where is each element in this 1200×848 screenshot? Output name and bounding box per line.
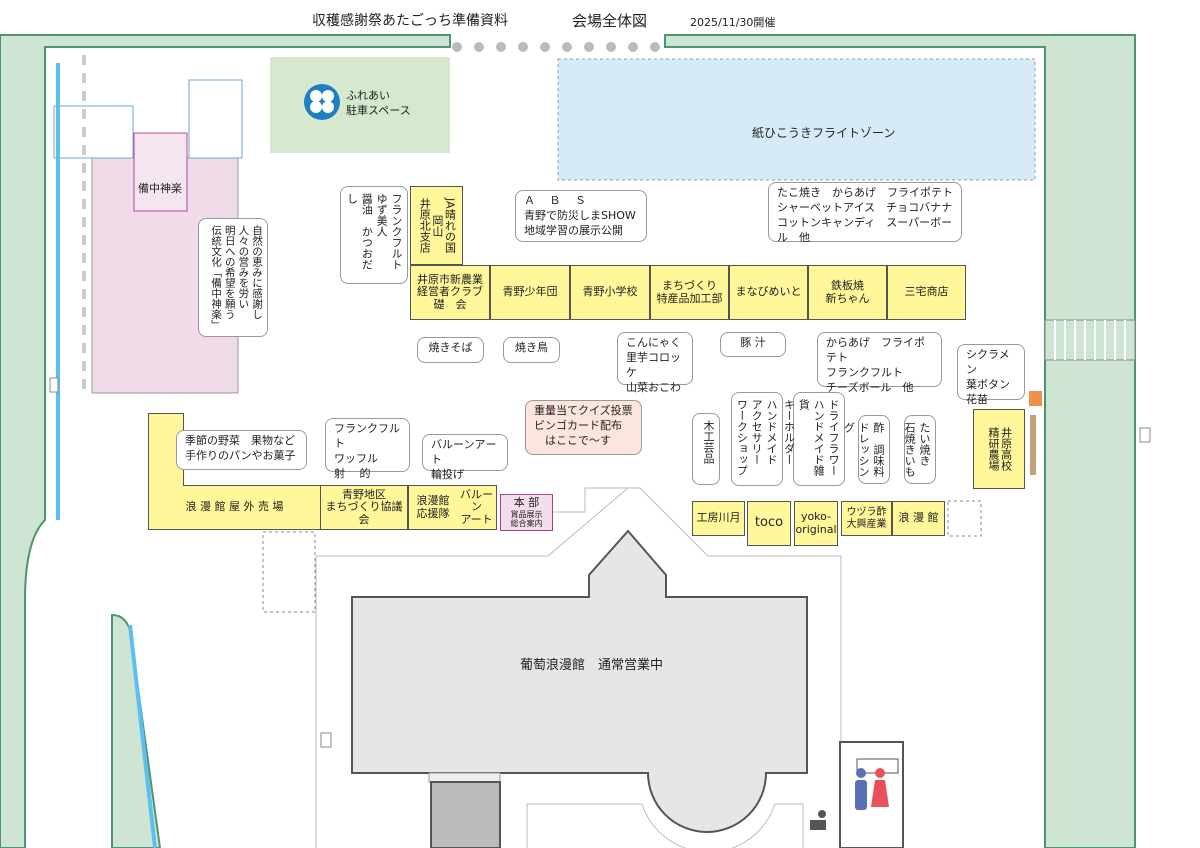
plane-zone [557,58,1036,181]
bubble-yakisoba: 焼きそば [417,337,484,363]
booth-machi-tokusan[interactable]: まちづくり 特産品加工部 [650,265,729,320]
booth-teppan[interactable]: 鉄板焼 新ちゃん [808,265,887,320]
restroom-block [839,741,904,848]
event-date: 2025/11/30開催 [690,16,776,29]
site-outline-inner [553,487,640,513]
vending-icon [49,377,59,393]
booth-ja[interactable]: JA晴れの国岡山 井原北支店 [410,186,463,265]
bubble-vinegar: 酢 調味料 ドレッシング [842,415,890,484]
bubble-quiz: 重量当てクイズ投票 ビンゴカード配布 はここで〜す [525,400,642,455]
dashed-space [947,500,982,537]
bubble-taiyaki: たい焼き 石焼きいも [903,415,936,484]
water-line-lower [128,624,157,848]
male-icon [855,768,867,810]
parking-logo-icon [304,84,340,120]
road-outer [0,34,451,848]
bubble-frank-left: フランクフルト ゆず美人 醤油 かつおだし [340,186,408,284]
dashed-space [262,531,316,613]
baby-changing-icon [810,810,826,830]
doc-title: 収穫感謝祭あたごっち準備資料 [312,13,508,29]
booth-aono-school[interactable]: 青野小学校 [570,265,650,320]
building-label: 葡萄浪漫館 通常営業中 [520,658,664,673]
plane-zone-label: 紙ひこうきフライトゾーン [752,126,896,140]
bollards [452,42,660,52]
courtyard-outline [526,803,804,848]
booth-manabi[interactable]: まなびめいと [729,265,808,320]
hq-title: 本 部 [513,495,540,509]
hq-subtitle: 賞品展示 総合案内 [510,509,543,528]
bubble-waffle: フランクフルト ワッフル 射 的 [325,418,410,480]
road-right [664,34,1136,848]
booth-kobo[interactable]: 工房川月 [692,501,745,536]
booth-ibara-hs[interactable]: 井原高校 精研農場 [973,409,1025,489]
bubble-konnyaku: こんにゃく 里芋コロッケ 山菜おこわ [617,332,693,394]
annex [430,781,501,848]
bubble-karaage: からあげ フライポテト フランクフルト チーズボール 他 [817,332,942,394]
booth-ibara-club[interactable]: 井原市新農業 経営者クラブ 礎 会 [410,265,490,320]
kagura-label: 備中神楽 [138,182,182,195]
parking-area [270,57,450,153]
bubble-dryflower: ドライフラワー ハンドメイド雑貨 キーホルダー [782,392,845,486]
bubble-kagura: 自然の恵みに感謝し 人々の営みを労い 明日への希望を願う 伝統文化「備中神楽」 [198,218,268,337]
building [351,529,808,833]
bubble-tako: たこ焼き からあげ フライポテト シャーベットアイス チョコバナナ コットンキャ… [768,182,962,244]
booth-toco[interactable]: toco [747,501,791,546]
booth-join [149,484,183,487]
kagura-stage [133,132,188,212]
stairs [428,772,501,783]
stripe-area [1044,319,1136,361]
booth-aono-council[interactable]: 青野地区 まちづくり協議会 [320,485,408,530]
female-icon [871,768,889,807]
booth-miyake[interactable]: 三宅商店 [887,265,966,320]
booth-romankan[interactable]: 浪 漫 館 [892,501,945,536]
bubble-balloon: バルーンアート 輪投げ [422,434,508,481]
bubble-vegetables: 季節の野菜 果物など 手作りのパンやお菓子 [176,430,307,470]
bubble-woodwork: 木工芸品 [692,413,720,485]
booth-balloon[interactable]: バルーン アート [457,485,497,530]
booth-hq[interactable]: 本 部 賞品展示 総合案内 [500,494,553,531]
brown-marker [1030,415,1036,475]
marker-box [188,79,243,159]
booth-outdoor-market[interactable]: 浪 漫 館 屋 外 売 場 [148,485,321,530]
vending-icon [1139,427,1151,443]
map-title: 会場全体図 [572,12,648,30]
booth-ouentai[interactable]: 浪漫館 応援隊 [408,485,458,530]
booth-uzura[interactable]: ウヅラ酢 大興産業 [841,501,892,536]
bubble-tonjiru: 豚 汁 [720,332,786,357]
marker-box [53,105,134,159]
parking-label: ふれあい 駐車スペース [346,89,411,118]
vending-icon [320,732,332,748]
booth-yoko[interactable]: yoko- original [794,501,838,546]
bubble-handmade: ハンドメイド アクセサリー ワークショップ [731,392,783,486]
orange-marker [1029,391,1042,406]
bubble-yakitori: 焼き鳥 [503,337,560,363]
booth-aono-youth[interactable]: 青野少年団 [490,265,570,320]
bubble-abs: Ａ Ｂ Ｓ 青野で防災しまSHOW 地域学習の展示公開 [515,190,647,242]
bubble-cyclamen: シクラメン 葉ボタン 花苗 [957,344,1025,406]
